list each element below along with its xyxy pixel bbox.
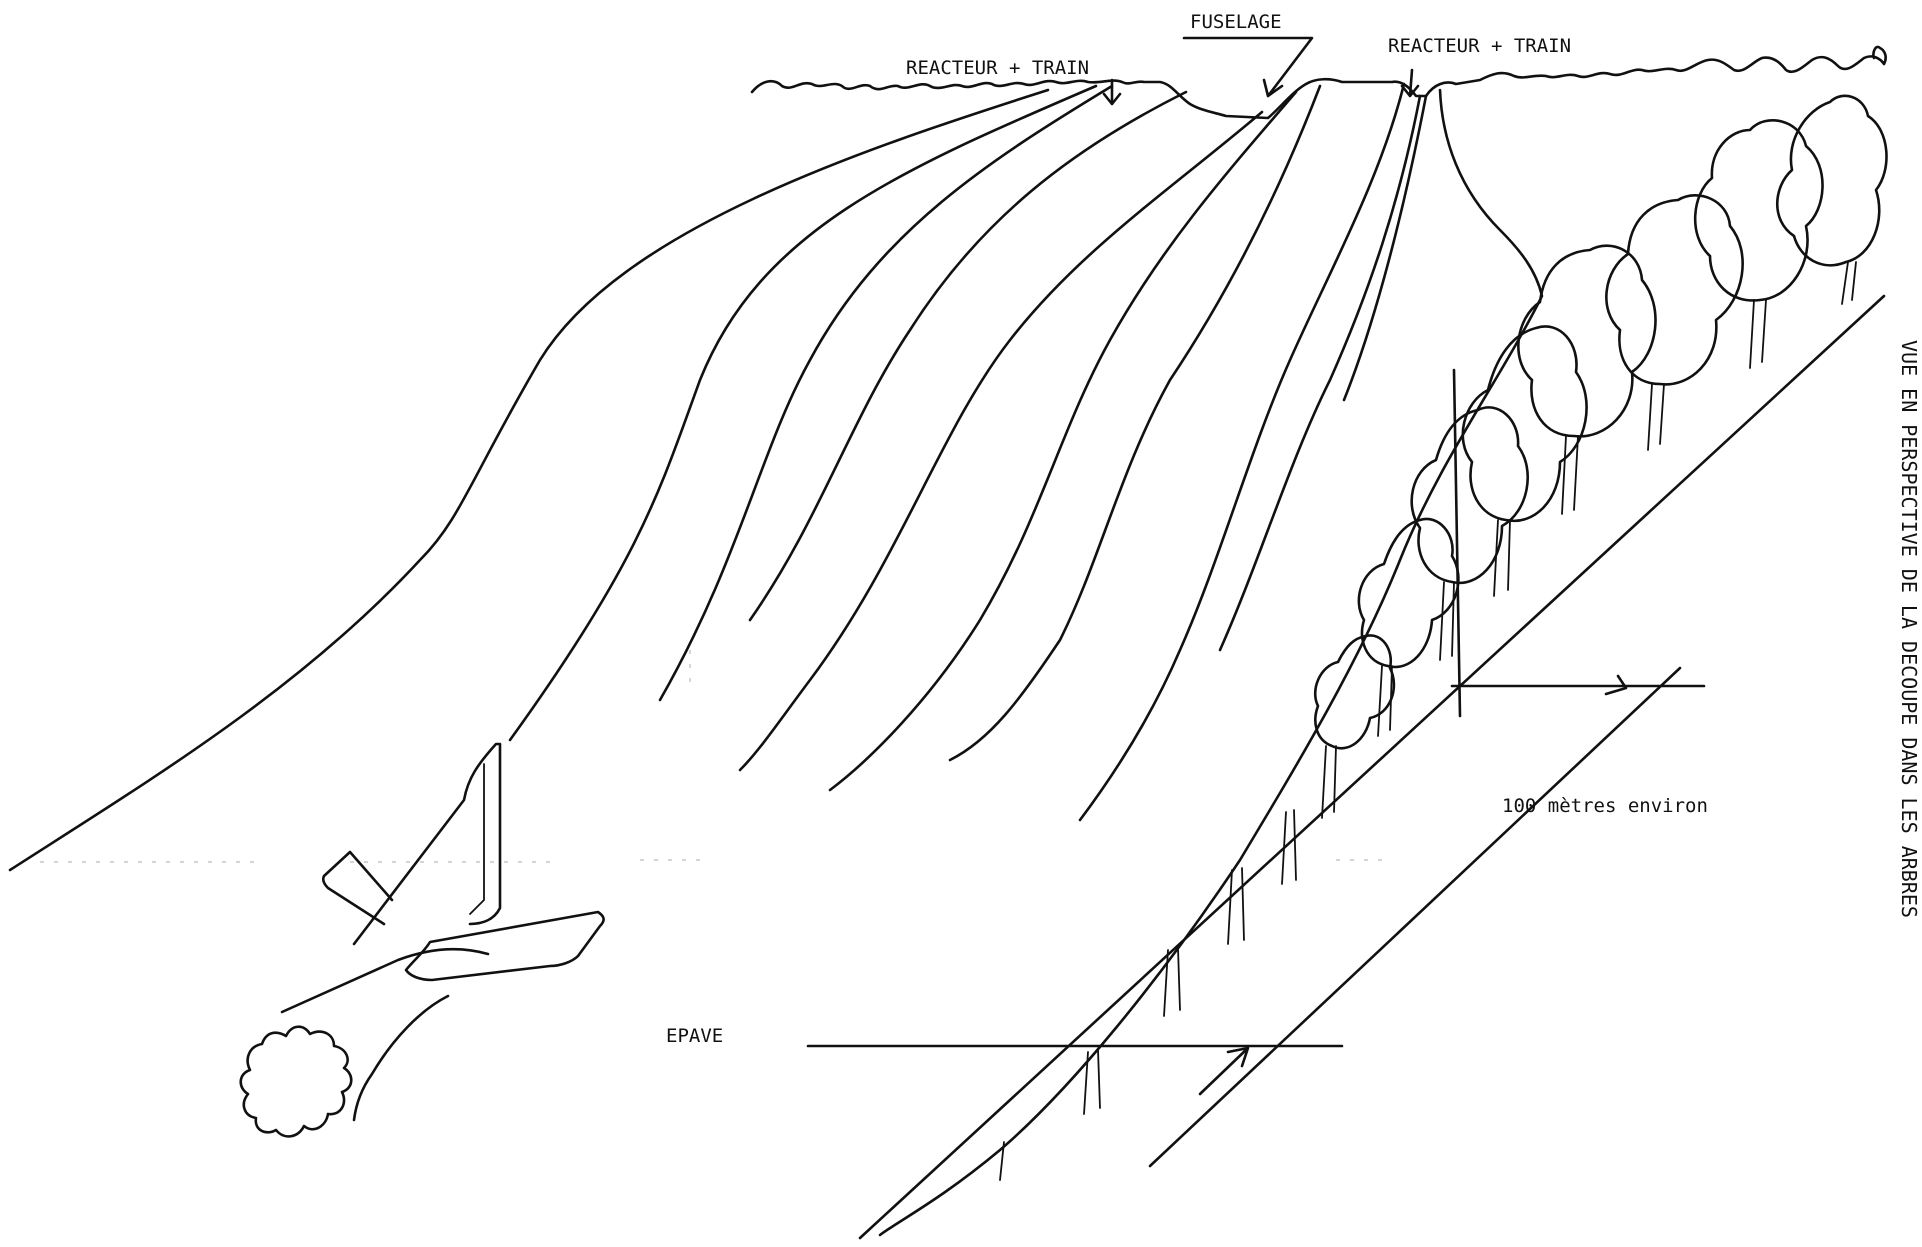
tree-trunk	[1561, 435, 1579, 515]
epave-measure-arrow	[1198, 1046, 1250, 1096]
train-left-arrow	[1102, 78, 1122, 106]
train-right-arrow	[1400, 68, 1420, 98]
tree-trunk	[1227, 867, 1245, 945]
tree-trunk	[1493, 519, 1511, 597]
furrow-6	[948, 84, 1322, 762]
forest-edge	[878, 88, 1544, 1237]
tail-fin	[352, 742, 502, 946]
tree-trunk	[1841, 261, 1857, 305]
horizontal-stabilizer-left	[321, 850, 394, 926]
tree-trunk	[1439, 581, 1455, 661]
tree	[1605, 194, 1744, 386]
tree	[1517, 244, 1657, 438]
furrow-9	[1342, 94, 1428, 402]
horizontal-stabilizer-right	[404, 910, 605, 982]
tree-trunk	[1083, 1049, 1101, 1115]
fuselage-body	[280, 947, 490, 1122]
label-distance: 100 mètres environ	[1502, 795, 1708, 817]
tree	[1461, 325, 1588, 523]
label-reacteur-train-right: REACTEUR + TRAIN	[1388, 35, 1571, 57]
tree-trunk	[999, 1141, 1005, 1181]
caption-vertical: VUE EN PERSPECTIVE DE LA DECOUPE DANS LE…	[1897, 340, 1921, 918]
tree	[1693, 119, 1824, 302]
tail-fin-inner	[469, 763, 485, 915]
tree	[1313, 634, 1396, 750]
forest-base-line	[858, 294, 1886, 1240]
label-fuselage: FUSELAGE	[1190, 11, 1282, 33]
furrow-3	[748, 90, 1188, 622]
furrow-2	[658, 84, 1114, 702]
tree-trunk	[1647, 383, 1665, 451]
tree	[1775, 94, 1888, 267]
furrow-4	[738, 110, 1264, 772]
faint-guide	[40, 859, 1390, 863]
furrow-8	[1218, 94, 1422, 652]
fuselage-leader	[1182, 36, 1314, 98]
furrow-1	[508, 84, 1098, 742]
top-measure-arrow	[1604, 674, 1628, 696]
tree-trunk	[1377, 665, 1393, 737]
tree-row	[999, 94, 1888, 1181]
tree-trunk	[1163, 947, 1181, 1017]
label-reacteur-train-left: REACTEUR + TRAIN	[906, 57, 1089, 79]
aircraft-wreck	[239, 742, 605, 1138]
label-epave: EPAVE	[666, 1025, 723, 1047]
tree	[1410, 406, 1530, 585]
distance-line	[1148, 666, 1682, 1168]
vertical-reference	[1452, 368, 1462, 718]
furrow-5	[828, 90, 1298, 792]
fuselage-rupture	[239, 1025, 353, 1138]
tree-trunk	[1749, 299, 1767, 369]
furrow-7	[1078, 82, 1406, 822]
cut-outer-edge	[8, 88, 1050, 872]
